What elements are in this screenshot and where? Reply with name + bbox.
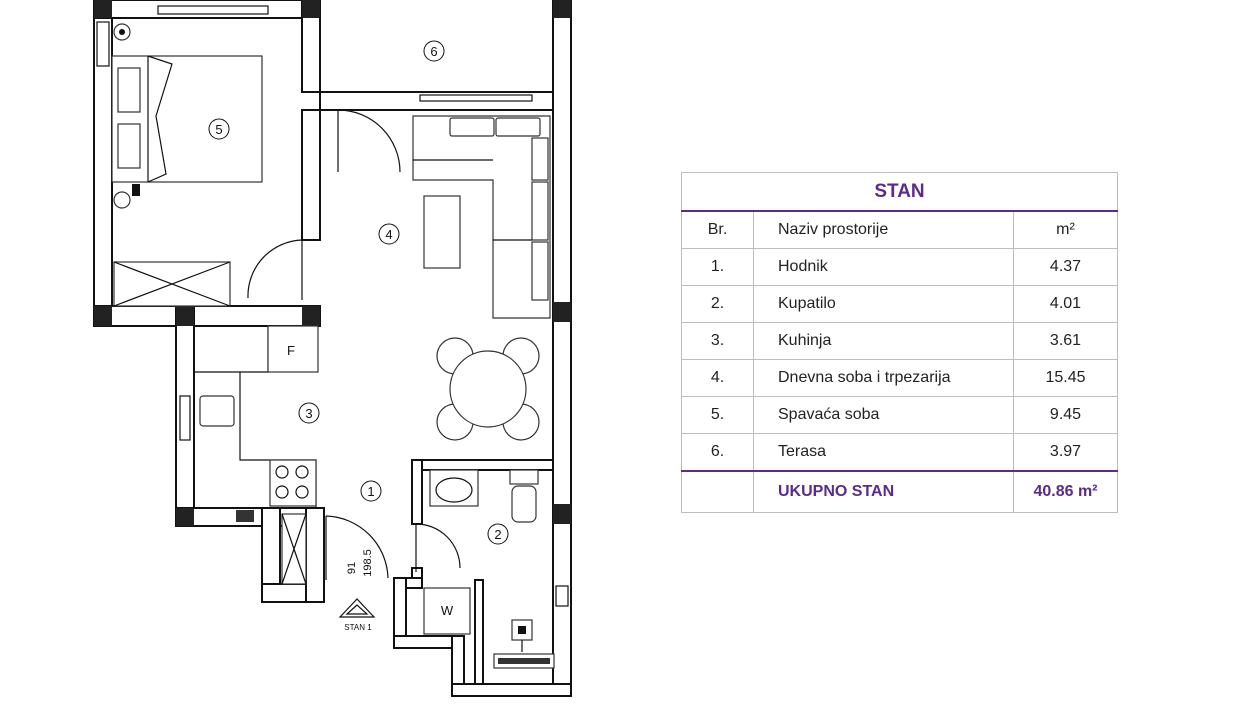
total-spacer [681,470,754,513]
row-room-name: Kupatilo [753,285,1014,323]
row-room-name: Spavaća soba [753,396,1014,434]
washer-label: W [441,603,454,618]
row-room-name: Kuhinja [753,322,1014,360]
windows [96,5,569,607]
row-number: 3. [681,322,754,360]
table-row: 4. Dnevna soba i trpezarija 15.45 [681,359,1118,397]
table-row: 5. Spavaća soba 9.45 [681,396,1118,434]
entrance-label: STAN 1 [344,623,372,632]
nightstands [113,23,140,209]
total-label: UKUPNO STAN [753,470,1014,513]
columns [94,0,571,526]
table-title: STAN [681,172,1118,212]
row-number: 1. [681,248,754,286]
table-row: 1. Hodnik 4.37 [681,248,1118,286]
dining-table [436,337,540,441]
room-marker-6: 6 [430,44,437,59]
header-room-name: Naziv prostorije [753,210,1014,249]
room-marker-5: 5 [215,122,222,137]
room-marker-1: 1 [367,484,374,499]
header-area: m² [1013,210,1118,249]
floor-plan: 1 2 3 4 5 6 F W 91 198.5 STAN 1 [93,0,572,697]
row-number: 2. [681,285,754,323]
room-marker-3: 3 [305,406,312,421]
table-row: 2. Kupatilo 4.01 [681,285,1118,323]
doors [247,109,461,580]
row-number: 4. [681,359,754,397]
bathroom-fixtures [423,469,555,669]
door-height-label: 198.5 [362,549,374,577]
wardrobe [113,261,231,307]
row-room-name: Hodnik [753,248,1014,286]
sofa [412,115,551,319]
door-width-label: 91 [346,562,358,574]
row-area: 9.45 [1013,396,1118,434]
table-row: 3. Kuhinja 3.61 [681,322,1118,360]
room-marker-4: 4 [385,227,392,242]
row-room-name: Terasa [753,433,1014,472]
entrance-marker: STAN 1 [338,598,376,632]
kitchen-counter [194,325,319,585]
row-area: 3.61 [1013,322,1118,360]
row-area: 15.45 [1013,359,1118,397]
row-number: 5. [681,396,754,434]
row-number: 6. [681,433,754,472]
row-room-name: Dnevna soba i trpezarija [753,359,1014,397]
room-markers: 1 2 3 4 5 6 [208,40,509,545]
table-total-row: UKUPNO STAN 40.86 m² [681,470,1118,513]
row-area: 4.01 [1013,285,1118,323]
room-area-table: STAN Br. Naziv prostorije m² 1. Hodnik 4… [681,172,1118,513]
total-value: 40.86 m² [1013,470,1118,513]
fridge-label: F [287,343,295,358]
room-marker-2: 2 [494,527,501,542]
header-number: Br. [681,210,754,249]
coffee-table [423,195,461,269]
table-header-row: Br. Naziv prostorije m² [681,210,1118,249]
bed [111,55,263,183]
table-row: 6. Terasa 3.97 [681,433,1118,472]
row-area: 3.97 [1013,433,1118,472]
row-area: 4.37 [1013,248,1118,286]
